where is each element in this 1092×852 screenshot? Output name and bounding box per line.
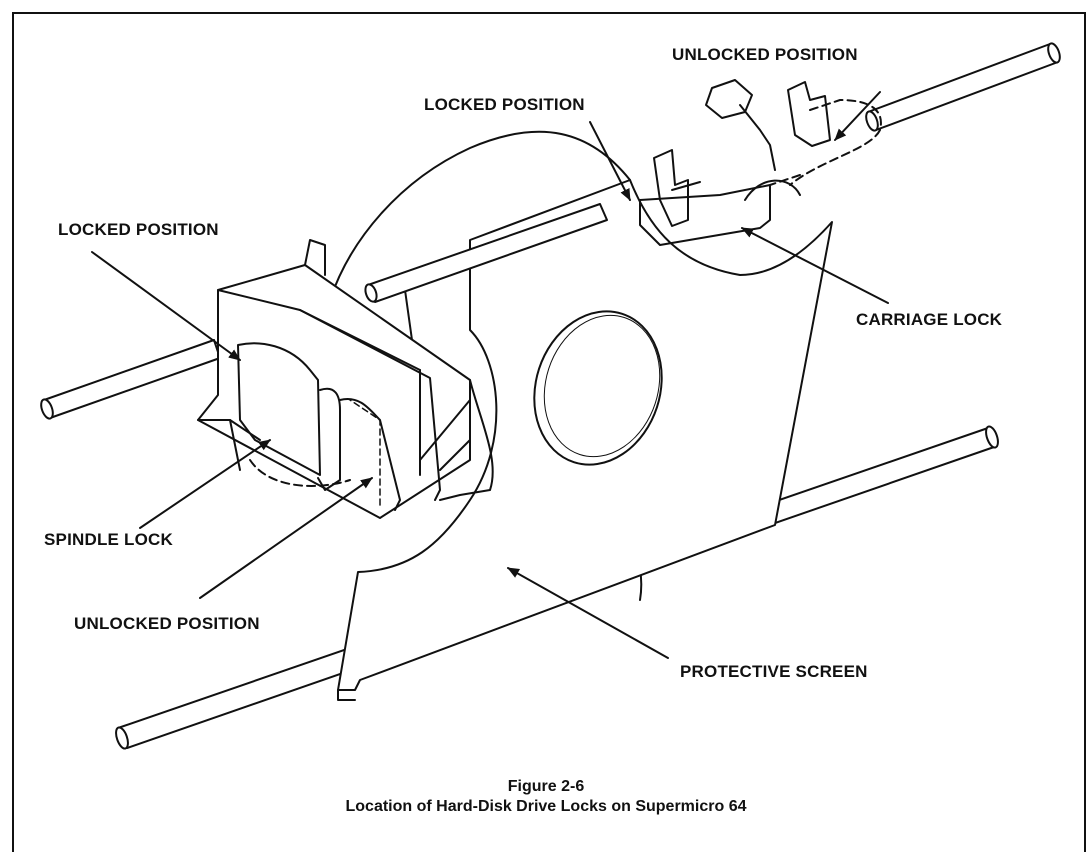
leader-protective-screen — [507, 567, 669, 659]
leader-locked-left — [91, 251, 241, 361]
inner-rod — [364, 203, 608, 303]
figure-frame — [12, 12, 1086, 852]
label-locked-position-left: LOCKED POSITION — [58, 220, 219, 239]
left-rod — [40, 339, 221, 420]
spindle-lock-assembly — [197, 239, 494, 519]
leader-unlocked-top — [834, 91, 881, 141]
leader-carriage-lock — [741, 227, 889, 304]
carriage-lock-assembly — [639, 79, 882, 246]
label-carriage-lock: CARRIAGE LOCK — [856, 310, 1003, 329]
top-right-rod — [865, 42, 1061, 132]
figure-number: Figure 2-6 — [507, 778, 585, 795]
label-spindle-lock: SPINDLE LOCK — [44, 530, 173, 549]
leader-unlocked-bottom — [199, 477, 373, 599]
leader-locked-top — [589, 121, 631, 201]
label-protective-screen: PROTECTIVE SCREEN — [680, 662, 868, 681]
figure-title: Location of Hard-Disk Drive Locks on Sup… — [345, 798, 747, 815]
label-locked-position-top: LOCKED POSITION — [424, 95, 585, 114]
leader-spindle-lock — [139, 439, 271, 529]
screen-hole — [533, 310, 663, 466]
label-unlocked-position-top: UNLOCKED POSITION — [672, 45, 858, 64]
label-unlocked-position-bottom: UNLOCKED POSITION — [74, 614, 260, 633]
